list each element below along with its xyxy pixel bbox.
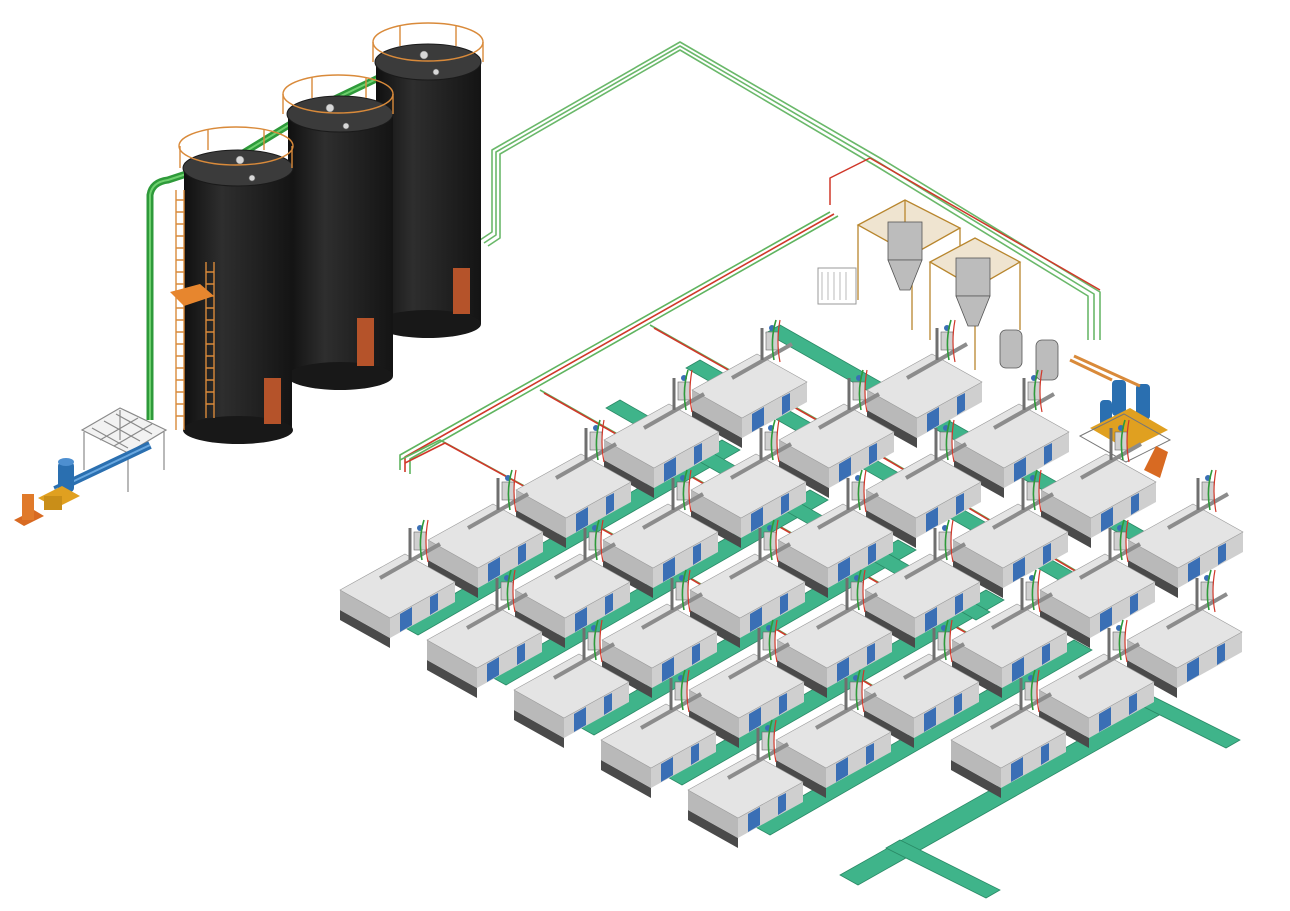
injection-machine — [777, 469, 894, 598]
silo — [170, 126, 294, 444]
injection-machine — [688, 619, 805, 748]
injection-machine — [691, 319, 808, 448]
injection-machine-grid — [339, 319, 1244, 848]
injection-machine — [687, 719, 804, 848]
injection-machine — [1040, 419, 1157, 548]
injection-machine — [863, 619, 980, 748]
injection-machine — [776, 569, 893, 698]
silo-ladder — [175, 190, 215, 430]
injection-machine — [866, 319, 983, 448]
injection-machine — [775, 669, 892, 798]
injection-machine — [427, 469, 544, 598]
injection-machine — [1127, 469, 1244, 598]
injection-machine — [1038, 619, 1155, 748]
injection-machine — [513, 619, 630, 748]
injection-machine — [603, 369, 720, 498]
injection-machine — [953, 369, 1070, 498]
blower-unit-right — [1069, 354, 1172, 478]
injection-machine — [426, 569, 543, 698]
injection-machine — [778, 369, 895, 498]
steel-structure — [856, 199, 1022, 370]
injection-machine — [951, 569, 1068, 698]
silo-platform — [170, 284, 214, 306]
injection-machine — [1039, 519, 1156, 648]
injection-machine — [514, 519, 631, 648]
injection-machine — [689, 519, 806, 648]
silo-group — [170, 22, 484, 444]
injection-machine — [1126, 569, 1243, 698]
silo — [282, 74, 394, 390]
injection-machine — [864, 519, 981, 648]
injection-machine — [339, 519, 456, 648]
injection-machine — [950, 669, 1067, 798]
injection-machine — [952, 469, 1069, 598]
injection-machine — [690, 419, 807, 548]
injection-machine — [515, 419, 632, 548]
injection-machine — [601, 569, 718, 698]
blower-unit-left — [14, 458, 80, 526]
silo-outlet-pipe-bundle — [479, 41, 1101, 340]
unloading-station — [14, 407, 168, 526]
injection-machine — [602, 469, 719, 598]
return-line-red — [829, 157, 1101, 291]
injection-machine — [600, 669, 717, 798]
injection-machine — [865, 419, 982, 548]
